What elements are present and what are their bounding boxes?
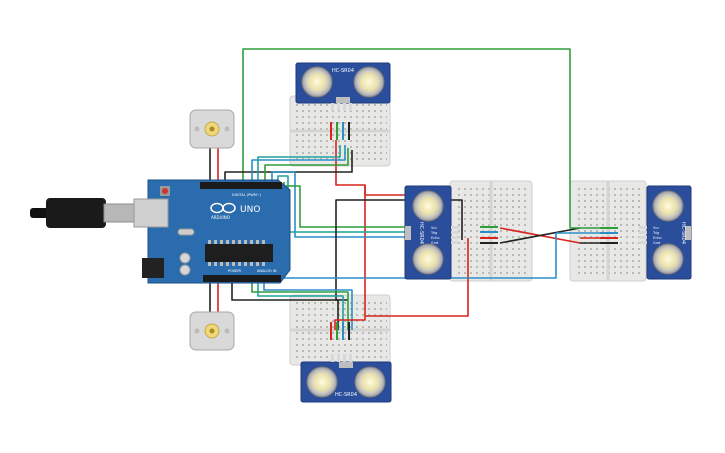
digital-header-label: DIGITAL (PWM~) <box>232 193 262 197</box>
ultrasonic-sensor-right[interactable]: HC-SR04 Vcc Trig Echo Gnd <box>639 185 692 280</box>
wire-red[interactable] <box>335 140 366 305</box>
wire-blue[interactable] <box>263 282 353 330</box>
sensor-bottom-label: HC-SR04 <box>335 392 357 398</box>
wire-teal[interactable] <box>257 282 344 330</box>
board-model-text: UNO <box>240 205 260 215</box>
dc-motor-bottom[interactable] <box>189 311 235 351</box>
wire-black-cross[interactable] <box>499 227 581 244</box>
wire-red[interactable] <box>334 305 366 330</box>
wire-teal[interactable] <box>257 145 341 182</box>
ultrasonic-sensor-bottom[interactable]: HC-SR04 <box>300 354 392 403</box>
wire-black[interactable] <box>335 199 463 301</box>
sensor-right-pin-echo: Echo <box>653 236 662 240</box>
sensor-middle-pin-echo: Echo <box>431 236 440 240</box>
sensor-right-label: HC-SR04 <box>680 222 686 244</box>
wires <box>209 48 600 330</box>
wire-blue[interactable] <box>271 171 458 238</box>
usb-cable[interactable] <box>30 198 137 228</box>
dc-motor-top[interactable] <box>189 109 235 149</box>
sensor-right-pin-vcc: Vcc <box>653 226 659 230</box>
wire-green[interactable] <box>251 282 349 330</box>
arduino-logo <box>210 202 236 214</box>
sensor-right-pin-trig: Trig <box>652 231 659 235</box>
wire-blue[interactable] <box>251 145 346 182</box>
wire-teal[interactable] <box>277 175 458 233</box>
wire-green-top-loop[interactable] <box>242 48 571 228</box>
ultrasonic-sensor-top[interactable]: HC-SR04 <box>295 62 391 111</box>
power-header-label: POWER <box>228 269 242 273</box>
arduino-board[interactable]: UNO ARDUINO DIGITAL (PWM~) POWER ANALOG … <box>133 179 291 284</box>
sensor-right-pin-gnd: Gnd <box>653 241 660 245</box>
wire-red[interactable] <box>365 238 469 317</box>
ultrasonic-sensor-middle[interactable]: HC-SR04 Vcc Trig Echo Gnd <box>404 185 459 280</box>
analog-header-label: ANALOG IN <box>257 269 277 273</box>
wire-green[interactable] <box>264 148 349 182</box>
sensor-middle-pin-vcc: Vcc <box>431 226 437 230</box>
breadboard-right <box>569 180 647 282</box>
sensor-middle-label: HC-SR04 <box>418 222 424 244</box>
board-brand-text: ARDUINO <box>211 215 230 220</box>
sensor-middle-pin-trig: Trig <box>430 231 437 235</box>
sensor-middle-pin-gnd: Gnd <box>431 241 438 245</box>
sensor-top-label: HC-SR04 <box>332 68 354 74</box>
wire-black[interactable] <box>231 282 339 330</box>
